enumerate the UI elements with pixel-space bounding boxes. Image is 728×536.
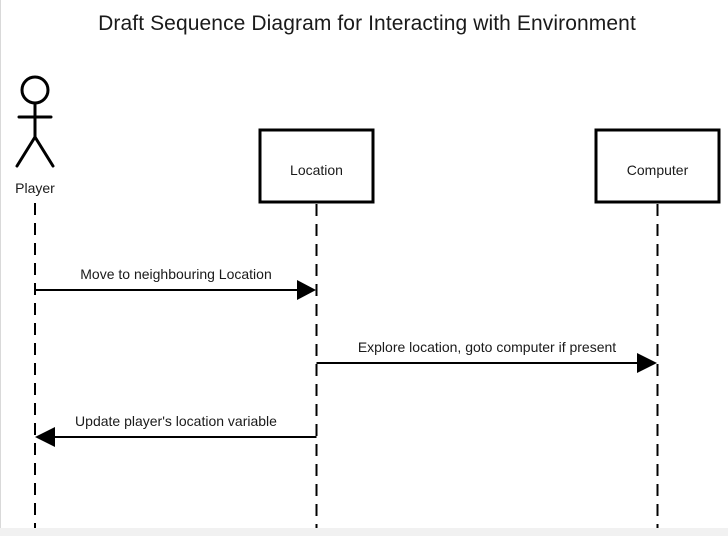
message-explore-label: Explore location, goto computer if prese… [358, 339, 616, 355]
computer-box[interactable] [594, 128, 721, 204]
canvas-bottom-strip [0, 528, 728, 536]
message-explore-arrow[interactable] [316, 353, 658, 373]
location-box[interactable] [258, 128, 375, 204]
canvas-left-border [0, 0, 1, 528]
message-move-label: Move to neighbouring Location [80, 266, 271, 282]
computer-label: Computer [627, 162, 689, 178]
location-label: Location [290, 162, 343, 178]
arrowhead-right-icon [297, 280, 316, 300]
arrowhead-left-icon [35, 427, 55, 447]
message-update-label: Update player's location variable [75, 413, 277, 429]
player-actor-icon[interactable] [15, 75, 55, 168]
arrowhead-right-icon [637, 353, 657, 373]
message-update-arrow[interactable] [35, 427, 317, 447]
message-move-arrow[interactable] [35, 280, 316, 300]
diagram-title: Draft Sequence Diagram for Interacting w… [98, 12, 636, 35]
player-label: Player [15, 180, 55, 196]
